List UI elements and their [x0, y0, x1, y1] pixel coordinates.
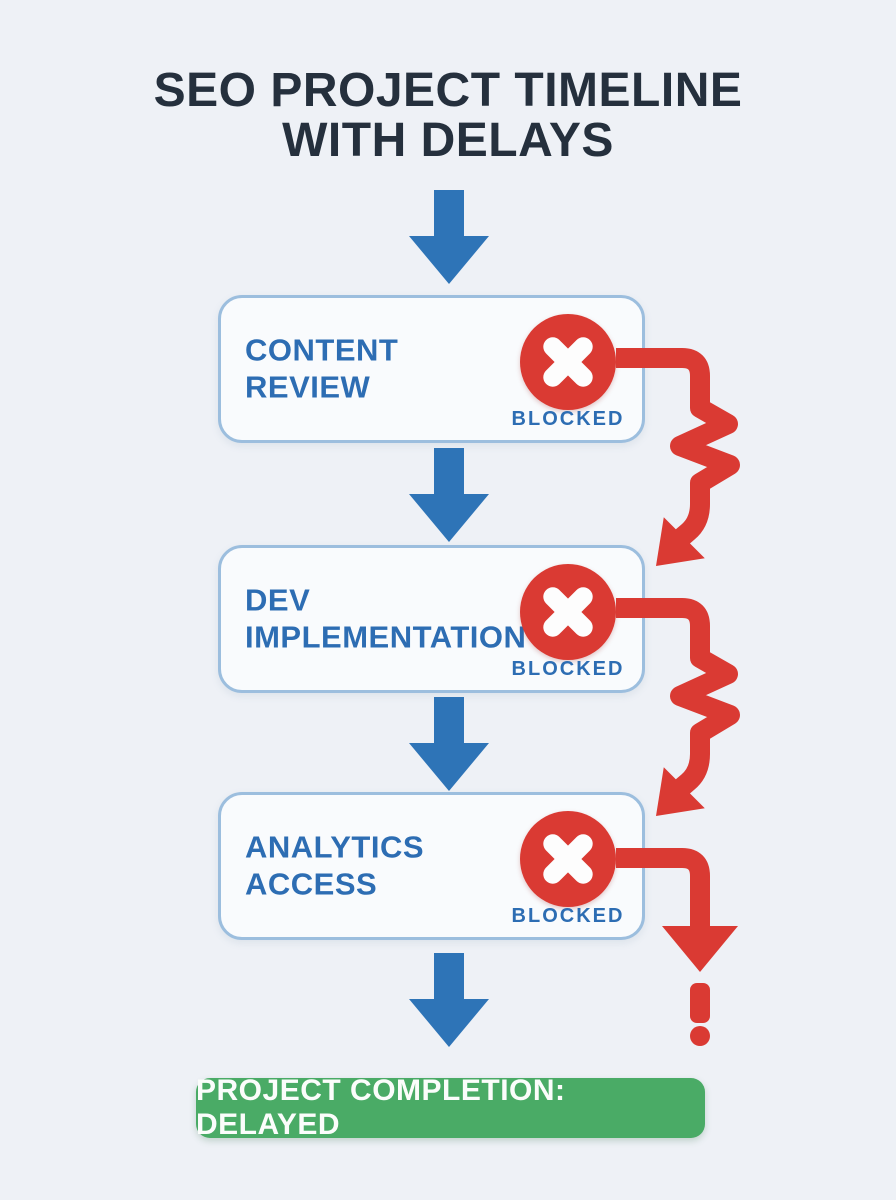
stage-label: ANALYTICS ACCESS — [245, 829, 424, 902]
blocked-status-badge: BLOCKED — [511, 905, 625, 927]
blocked-x-icon — [520, 811, 616, 907]
blocked-status-badge: BLOCKED — [511, 658, 625, 680]
page-title: SEO PROJECT TIMELINE WITH DELAYS — [0, 66, 896, 166]
stage-label-line1: DEV — [245, 582, 311, 618]
stage-label-line1: ANALYTICS — [245, 829, 425, 865]
stage-label-line2: ACCESS — [245, 866, 378, 901]
page-title-line2: WITH DELAYS — [282, 113, 614, 167]
stage-box-dev-implementation: DEV IMPLEMENTATION BLOCKED — [218, 545, 645, 693]
delay-zigzag-arrow-icon — [612, 338, 762, 588]
stage-label-line1: CONTENT — [245, 332, 399, 368]
completion-banner-text: PROJECT COMPLETION: DELAYED — [196, 1074, 566, 1141]
blocked-x-icon — [520, 314, 616, 410]
completion-banner: PROJECT COMPLETION: DELAYED — [196, 1074, 705, 1141]
blocked-x-icon — [520, 564, 616, 660]
alert-exclamation-icon — [690, 983, 710, 1046]
down-arrow-icon — [407, 697, 491, 793]
stage-label-line2: REVIEW — [245, 369, 371, 404]
delay-final-arrow-icon — [612, 838, 762, 1053]
stage-box-content-review: CONTENT REVIEW BLOCKED — [218, 295, 645, 443]
stage-label: DEV IMPLEMENTATION — [245, 582, 526, 655]
down-arrow-icon — [407, 953, 491, 1049]
page-title-line1: SEO PROJECT TIMELINE — [153, 64, 743, 117]
delay-zigzag-arrow-icon — [612, 588, 762, 838]
down-arrow-icon — [407, 190, 491, 286]
stage-label: CONTENT REVIEW — [245, 332, 398, 405]
stage-label-line2: IMPLEMENTATION — [245, 619, 527, 654]
stage-box-analytics-access: ANALYTICS ACCESS BLOCKED — [218, 792, 645, 940]
blocked-status-badge: BLOCKED — [511, 408, 625, 430]
down-arrow-icon — [407, 448, 491, 544]
